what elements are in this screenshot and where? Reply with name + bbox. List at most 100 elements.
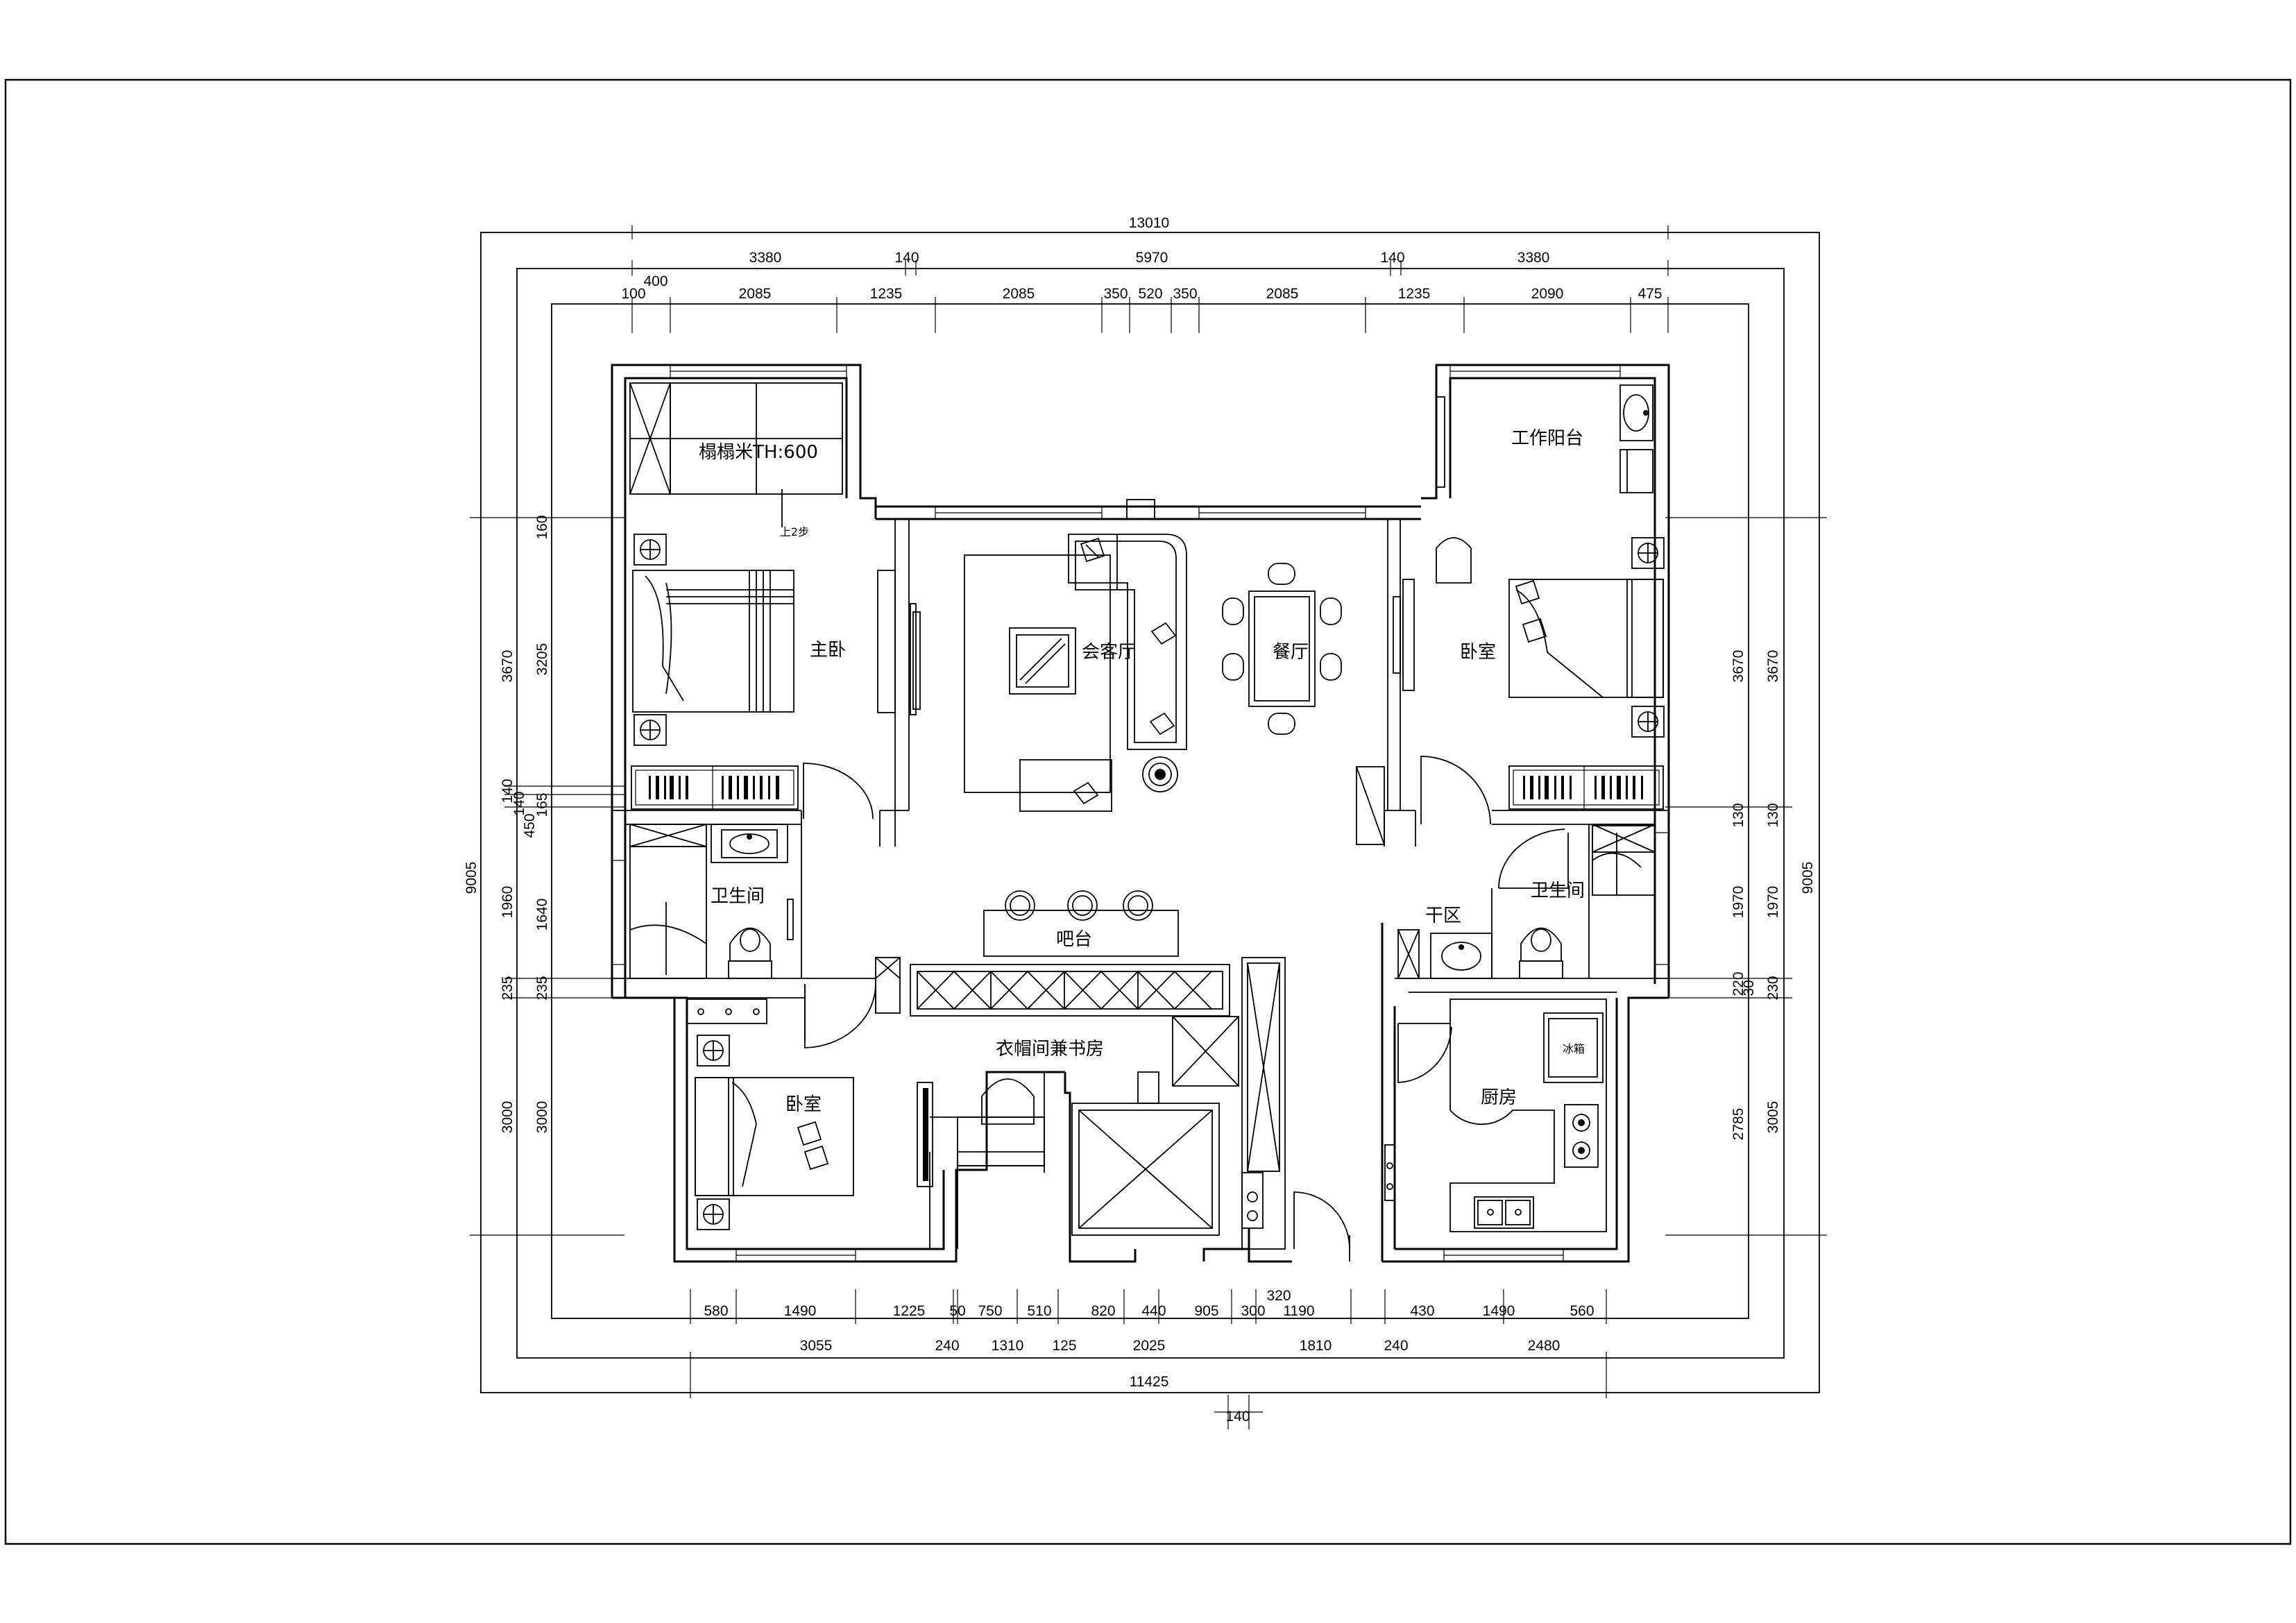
svg-text:430: 430 — [1410, 1303, 1434, 1319]
svg-text:125: 125 — [1052, 1338, 1076, 1354]
svg-text:2085: 2085 — [1003, 286, 1035, 302]
sw-nightstands — [697, 1035, 730, 1230]
master-nightstands — [633, 534, 667, 746]
entry-door — [1293, 1191, 1350, 1261]
dimension-labels-bottom: 580 1490 1225 50 750 510 820 440 905 300… — [704, 1288, 1594, 1425]
west-toilet — [728, 927, 772, 979]
floor-lamp — [1142, 756, 1178, 792]
bottom-dimension-ticks — [690, 1289, 1607, 1429]
room-label-dining: 餐厅 — [1273, 642, 1309, 663]
svg-text:320: 320 — [1266, 1288, 1291, 1304]
entry-cabinet — [1356, 766, 1385, 845]
tatami-room — [629, 382, 843, 527]
svg-text:1810: 1810 — [1300, 1338, 1332, 1354]
svg-text:140: 140 — [500, 779, 516, 803]
svg-text:450: 450 — [522, 813, 538, 838]
fridge — [1543, 1012, 1604, 1083]
ne-nightstands — [1631, 537, 1665, 738]
svg-text:1310: 1310 — [992, 1338, 1024, 1354]
room-label-master-bedroom: 主卧 — [810, 640, 846, 661]
ne-tv-unit — [1393, 579, 1415, 691]
ne-bedroom-bed — [1508, 579, 1664, 698]
sofa — [1068, 534, 1187, 750]
svg-text:140: 140 — [1380, 250, 1404, 266]
svg-text:3000: 3000 — [534, 1101, 550, 1134]
room-label-kitchen: 厨房 — [1481, 1087, 1517, 1108]
svg-text:230: 230 — [1765, 976, 1781, 1000]
svg-text:1225: 1225 — [893, 1303, 926, 1319]
ne-wardrobe — [1508, 765, 1664, 810]
sw-bed — [695, 1077, 854, 1196]
svg-text:3670: 3670 — [500, 650, 516, 683]
svg-text:165: 165 — [534, 792, 550, 817]
washing-machine — [1619, 449, 1653, 493]
svg-text:1970: 1970 — [1730, 886, 1746, 919]
top-dimension-ticks — [631, 226, 1669, 333]
dry-area-cabinet — [1397, 929, 1420, 979]
dimension-frame-inner — [551, 303, 1749, 1319]
svg-text:2785: 2785 — [1730, 1108, 1746, 1141]
svg-text:2085: 2085 — [1266, 286, 1299, 302]
svg-text:3205: 3205 — [534, 643, 550, 676]
svg-text:300: 300 — [1241, 1303, 1265, 1319]
balcony-sink — [1619, 384, 1653, 441]
svg-text:1490: 1490 — [784, 1303, 817, 1319]
dining-chairs — [1222, 563, 1342, 735]
east-bath-door — [1498, 829, 1569, 889]
svg-text:2480: 2480 — [1528, 1338, 1561, 1354]
east-shower — [1592, 824, 1656, 896]
svg-text:1490: 1490 — [1483, 1303, 1515, 1319]
svg-text:3000: 3000 — [500, 1101, 516, 1134]
dim-top-overall: 13010 — [1129, 215, 1169, 231]
svg-text:1960: 1960 — [500, 886, 516, 919]
west-shower — [629, 824, 707, 979]
bar-stools — [1005, 890, 1153, 921]
dining-table — [1248, 590, 1316, 707]
room-label-bathroom-e: 卫生间 — [1531, 881, 1585, 901]
dry-area-basin — [1430, 933, 1493, 979]
sofa-cushions — [1073, 537, 1177, 805]
windows — [611, 364, 1669, 1262]
stairwell — [1071, 1071, 1220, 1236]
dimension-frame-outer — [480, 232, 1820, 1393]
ne-chair — [1436, 537, 1472, 584]
svg-text:130: 130 — [1730, 803, 1746, 827]
room-label-dry-area: 干区 — [1425, 906, 1461, 926]
svg-text:580: 580 — [704, 1303, 728, 1319]
dim-bottom-overall: 11425 — [1130, 1374, 1169, 1390]
svg-text:1235: 1235 — [1398, 286, 1431, 302]
kitchen-door — [1397, 1023, 1452, 1083]
step-label: 上2步 — [780, 525, 809, 538]
svg-text:905: 905 — [1194, 1303, 1218, 1319]
svg-text:30: 30 — [1741, 980, 1757, 996]
dimension-labels-right: 9005 3670 130 1970 230 3005 3670 130 197… — [1730, 650, 1816, 1141]
svg-text:3670: 3670 — [1765, 650, 1781, 683]
svg-text:3380: 3380 — [749, 250, 782, 266]
svg-text:240: 240 — [935, 1338, 959, 1354]
west-bath-door — [787, 899, 794, 940]
svg-text:350: 350 — [1103, 286, 1128, 302]
west-basin — [711, 824, 788, 863]
svg-text:400: 400 — [643, 273, 667, 289]
svg-text:2085: 2085 — [739, 286, 772, 302]
svg-text:1235: 1235 — [870, 286, 903, 302]
sw-pillows — [797, 1121, 829, 1171]
svg-text:240: 240 — [1384, 1338, 1408, 1354]
bar-counter — [983, 910, 1179, 957]
svg-text:130: 130 — [1765, 803, 1781, 827]
svg-text:750: 750 — [978, 1303, 1002, 1319]
study-shelf — [917, 1082, 933, 1187]
master-bed — [632, 570, 794, 713]
master-door — [803, 763, 874, 819]
dimension-frame-middle — [516, 268, 1785, 1359]
coffee-table — [1009, 627, 1076, 695]
kitchen-sink — [1474, 1196, 1534, 1229]
svg-text:160: 160 — [534, 515, 550, 539]
room-label-cloakroom-study: 衣帽间兼书房 — [996, 1039, 1104, 1060]
svg-text:2090: 2090 — [1531, 286, 1564, 302]
fridge-label: 冰箱 — [1563, 1042, 1585, 1055]
svg-text:220: 220 — [1730, 971, 1746, 996]
room-label-tatami: 榻榻米TH:600 — [699, 442, 818, 463]
sw-dresser — [686, 999, 767, 1024]
